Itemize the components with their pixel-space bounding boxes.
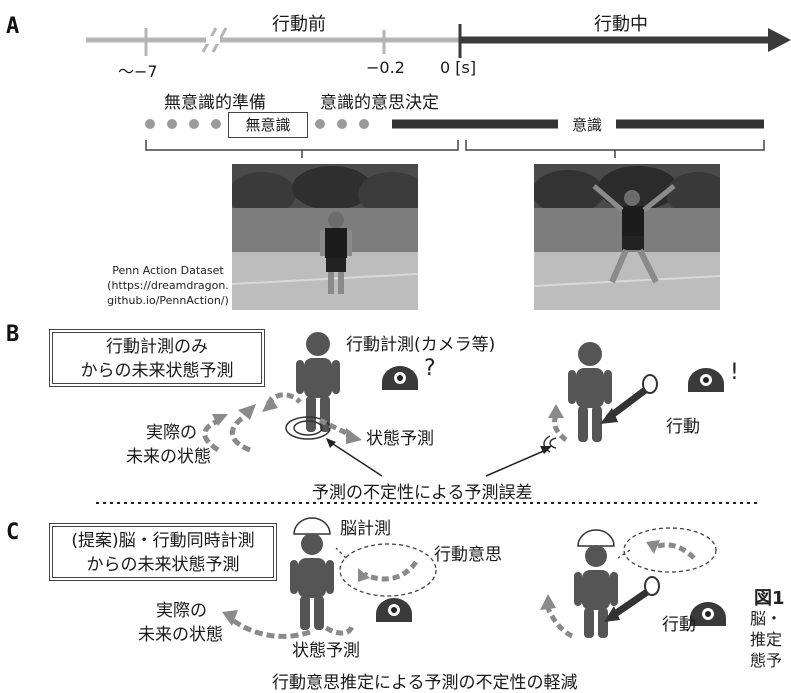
figure-caption-text: 脳・ 推定 態予	[750, 608, 782, 671]
tick-zero-label: 0 [s]	[440, 58, 477, 77]
panel-c-action-label: 行動	[662, 615, 696, 635]
thought-bubble-right	[623, 527, 717, 573]
unconscious-box: 無意識	[228, 112, 308, 138]
caption-line-2: 推定	[750, 630, 783, 649]
figure-caption-label: 図1	[754, 588, 785, 609]
tick-mid-label: −0.2	[366, 58, 405, 77]
timeline-arrowhead	[768, 28, 791, 52]
prediction-error-label: 予測の不定性による予測誤差	[312, 483, 533, 503]
panel-c-title-box: (提案)脳・行動同時計測 からの未来状態予測	[49, 523, 277, 581]
thought-bubble-left	[339, 543, 437, 597]
bracket-during	[465, 140, 765, 158]
credit-line-2: (https://dreamdragon.	[107, 279, 229, 292]
panel-b-action-label: 行動	[666, 417, 700, 437]
action-arrow-shaft	[605, 385, 651, 421]
before-label: 行動前	[272, 14, 326, 35]
timeline	[86, 24, 791, 158]
camera-icon-left	[382, 366, 418, 390]
bracket-before	[145, 140, 459, 158]
caption-line-1: 脳・	[750, 609, 783, 628]
panel-c-actual-line-1: 実際の	[156, 601, 207, 621]
panel-b-title-line-2: からの未来状態予測	[80, 361, 234, 381]
section-divider	[96, 502, 760, 504]
photo-jumping	[534, 164, 720, 310]
question-mark: ?	[424, 356, 436, 381]
figure-right	[568, 342, 612, 442]
uncertainty-reduction-label: 行動意思推定による予測の不定性の軽減	[272, 673, 578, 693]
panel-b-illustration	[202, 332, 724, 477]
during-label: 行動中	[594, 14, 648, 35]
camera-icon-c-left	[376, 598, 412, 622]
conscious-box: 意識	[558, 112, 616, 138]
unconscious-prep-label: 無意識的準備	[164, 93, 266, 113]
tick-start-label: 〜−7	[118, 62, 158, 81]
camera-measure-label: 行動計測(カメラ等)	[346, 335, 496, 355]
caption-line-3: 態予	[750, 651, 783, 670]
panel-b-state-pred-label: 状態予測	[366, 429, 434, 449]
panel-c-actual-line-2: 未来の状態	[138, 625, 223, 645]
figure-c-right	[574, 545, 618, 638]
intention-label: 行動意思	[434, 545, 502, 565]
panel-c-state-pred-label: 状態予測	[292, 641, 360, 661]
figure-c-left	[290, 533, 334, 630]
panel-b-actual-line-2: 未来の状態	[126, 447, 211, 467]
panel-c-title-line-1: (提案)脳・行動同時計測	[71, 531, 255, 551]
credit-line-1: Penn Action Dataset	[112, 264, 224, 277]
brain-measure-label: 脳計測	[340, 519, 391, 539]
brain-sensor-icon-right	[577, 529, 615, 547]
panel-a-letter: A	[6, 14, 20, 39]
credit-line-3: github.io/PennAction/)	[107, 294, 229, 307]
unconscious-dots	[145, 119, 369, 129]
conscious-decision-label: 意識的意思決定	[320, 93, 439, 113]
panel-b-title-box: 行動計測のみ からの未来状態予測	[49, 329, 265, 387]
camera-icon-c-right	[690, 602, 726, 626]
panel-b-actual-line-1: 実際の	[146, 423, 197, 443]
panel-c-illustration	[222, 517, 726, 639]
dataset-credit: Penn Action Dataset (https://dreamdragon…	[104, 263, 232, 308]
panel-c-letter: C	[6, 520, 20, 545]
photo-standing	[232, 164, 418, 310]
brain-sensor-icon-left	[293, 517, 331, 535]
camera-icon-right	[688, 368, 724, 392]
panel-b-title-line-1: 行動計測のみ	[106, 337, 208, 357]
exclaim-mark: !	[730, 360, 739, 385]
panel-b-letter: B	[6, 322, 20, 347]
panel-c-title-line-2: からの未来状態予測	[86, 555, 240, 575]
